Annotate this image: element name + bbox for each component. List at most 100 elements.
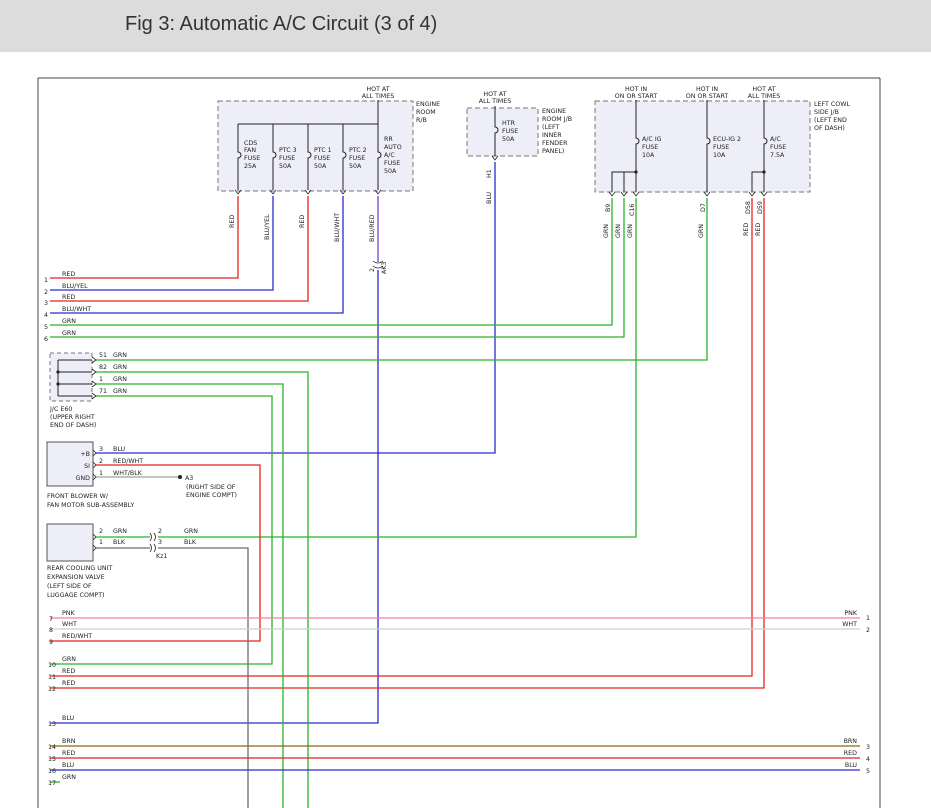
- jb-box: [466, 107, 539, 157]
- vlabel-blu: BLU: [486, 191, 493, 204]
- ak3-pin: 2: [369, 268, 376, 272]
- vlabel-blured: BLU/RED: [369, 214, 376, 242]
- bottom-wire-labels: 7 PNK PNK 1 8 WHT WHT 2 9 RED/WHT 10 GRN…: [48, 610, 870, 787]
- jc-pin-51: 51: [99, 352, 107, 359]
- cowl-label-1: LEFT COWL: [814, 101, 850, 108]
- wires: [50, 162, 860, 808]
- cowl-fuse2-l1: ECU-IG 2: [713, 136, 741, 143]
- connector-ak3: 2 AK3: [369, 260, 388, 274]
- wire-rcolor-7: PNK: [844, 610, 858, 617]
- wire-rcolor-8: WHT: [842, 621, 857, 628]
- fuse-ptc3-l1: PTC 3: [279, 147, 297, 154]
- wire-color-5: GRN: [62, 318, 76, 325]
- wire-color-3: RED: [62, 294, 75, 301]
- vlabel-bluwht: BLU/WHT: [334, 213, 341, 242]
- valve-box: [46, 523, 94, 562]
- jc-pin-1: 1: [99, 376, 103, 383]
- cowl-hot3-b: ALL TIMES: [748, 93, 780, 100]
- blower-color-1: WHT/BLK: [113, 470, 143, 477]
- valve-label-4: LUGGAGE COMPT): [47, 592, 105, 599]
- jb-label-2: ROOM J/B: [542, 116, 572, 123]
- wire-5-grn: [50, 198, 613, 326]
- vlabel-red-1: RED: [229, 215, 236, 228]
- blower-term-si: SI: [84, 463, 90, 470]
- wire-color-9: RED/WHT: [62, 633, 92, 640]
- wire-color-6: GRN: [62, 330, 76, 337]
- fuse-ptc2-l2: FUSE: [349, 155, 365, 162]
- fuse-ptc3-l2: FUSE: [279, 155, 295, 162]
- valve-label-3: (LEFT SIDE OF: [47, 583, 92, 590]
- wire-rcolor-14: BRN: [844, 738, 858, 745]
- wire-12-red: [50, 198, 765, 689]
- cowl-fuse3-l1: A/C: [770, 136, 781, 143]
- valve-pin-2: 2: [99, 528, 103, 535]
- kz1-pin-3: 3: [158, 539, 162, 546]
- fuse-ptc1-l1: PTC 1: [314, 147, 332, 154]
- wire-color-14: BRN: [62, 738, 76, 745]
- title-bar: Fig 3: Automatic A/C Circuit (3 of 4): [0, 0, 931, 52]
- left-cowl-jb: HOT IN ON OR START HOT IN ON OR START HO…: [594, 86, 850, 216]
- ground-label-2: ENGINE COMPT): [186, 492, 237, 499]
- blower-color-2: RED/WHT: [113, 458, 143, 465]
- blower-term-b: +B: [80, 451, 90, 458]
- jc-label-2: (UPPER RIGHT: [50, 414, 95, 421]
- wire-num-17: 17: [48, 780, 56, 787]
- wire-jc1-grn: [96, 383, 284, 808]
- wire-color-17: GRN: [62, 774, 76, 781]
- jb-fuse-l3: 50A: [502, 136, 515, 143]
- cowl-fuse3-l3: 7.5A: [770, 152, 785, 159]
- cowl-label-3: (LEFT END: [814, 117, 847, 124]
- wire-num-4: 4: [44, 312, 48, 319]
- valve-label-1: REAR COOLING UNIT: [47, 565, 112, 572]
- wire-1-red: [50, 196, 239, 279]
- wire-color-15: RED: [62, 750, 75, 757]
- wire-color-12: RED: [62, 680, 75, 687]
- rb-hot-2: ALL TIMES: [362, 93, 394, 100]
- ground-icon: [178, 475, 182, 479]
- blower-pin-1: 1: [99, 470, 103, 477]
- left-wire-labels: 1 RED 2 BLU/YEL 3 RED 4 BLU/WHT 5 GRN 6 …: [44, 271, 91, 343]
- cowl-pin-b9: B9: [605, 204, 612, 212]
- rb-label-3: R/B: [416, 117, 427, 124]
- wire-blower-blu: [96, 162, 496, 454]
- fuse-cds-l1: CDS: [244, 140, 257, 147]
- blower-color-3: BLU: [113, 446, 126, 453]
- jc-color-51: GRN: [113, 352, 127, 359]
- wire-num-9: 9: [49, 639, 53, 646]
- jb-label-6: PANEL): [542, 148, 564, 155]
- wire-rnum-1: 1: [866, 615, 870, 622]
- wire-num-10: 10: [48, 662, 56, 669]
- fuse-ptc1-l2: FUSE: [314, 155, 330, 162]
- wire-color-11: RED: [62, 668, 75, 675]
- ak3-name: AK3: [381, 262, 388, 274]
- fuse-ptc2-l1: PTC 2: [349, 147, 367, 154]
- cowl-fuse1-l2: FUSE: [642, 144, 658, 151]
- wire-rnum-2: 2: [866, 627, 870, 634]
- valve-pin-1: 1: [99, 539, 103, 546]
- blower-pin-3: 3: [99, 446, 103, 453]
- fuse-cds-l4: 25A: [244, 163, 257, 170]
- wire-color-8: WHT: [62, 621, 77, 628]
- vertical-wire-labels: RED BLU/YEL RED BLU/WHT BLU/RED BLU GRN …: [229, 191, 762, 242]
- wire-num-1: 1: [44, 277, 48, 284]
- cowl-fuse2-l2: FUSE: [713, 144, 729, 151]
- cowl-pin-d59: D59: [757, 201, 764, 214]
- vlabel-red-2: RED: [299, 215, 306, 228]
- wire-num-2: 2: [44, 289, 48, 296]
- fuse-rr-l3: A/C: [384, 152, 395, 159]
- vlabel-grn-1: GRN: [603, 224, 610, 238]
- wire-color-13: BLU: [62, 715, 75, 722]
- rear-expansion-valve: 2 GRN 1 BLK 2 3 GRN BLK Kz1 REAR COOLING…: [46, 523, 198, 599]
- wire-num-13: 13: [48, 721, 56, 728]
- wire-color-4: BLU/WHT: [62, 306, 91, 313]
- engine-room-jb: HOT AT ALL TIMES ENGINE ROOM J/B (LEFT I…: [466, 91, 572, 178]
- blower-label-2: FAN MOTOR SUB-ASSEMBLY: [47, 502, 134, 509]
- blower-label-1: FRONT BLOWER W/: [47, 493, 109, 500]
- blower-pin-2: 2: [99, 458, 103, 465]
- cowl-hot2-a: HOT IN: [696, 86, 718, 93]
- wire-rnum-5: 5: [866, 768, 870, 775]
- wire-valve-grn: [158, 198, 637, 538]
- jc-pin-71: 71: [99, 388, 107, 395]
- cowl-hot2-b: ON OR START: [686, 93, 729, 100]
- jb-label-5: FENDER: [542, 140, 568, 147]
